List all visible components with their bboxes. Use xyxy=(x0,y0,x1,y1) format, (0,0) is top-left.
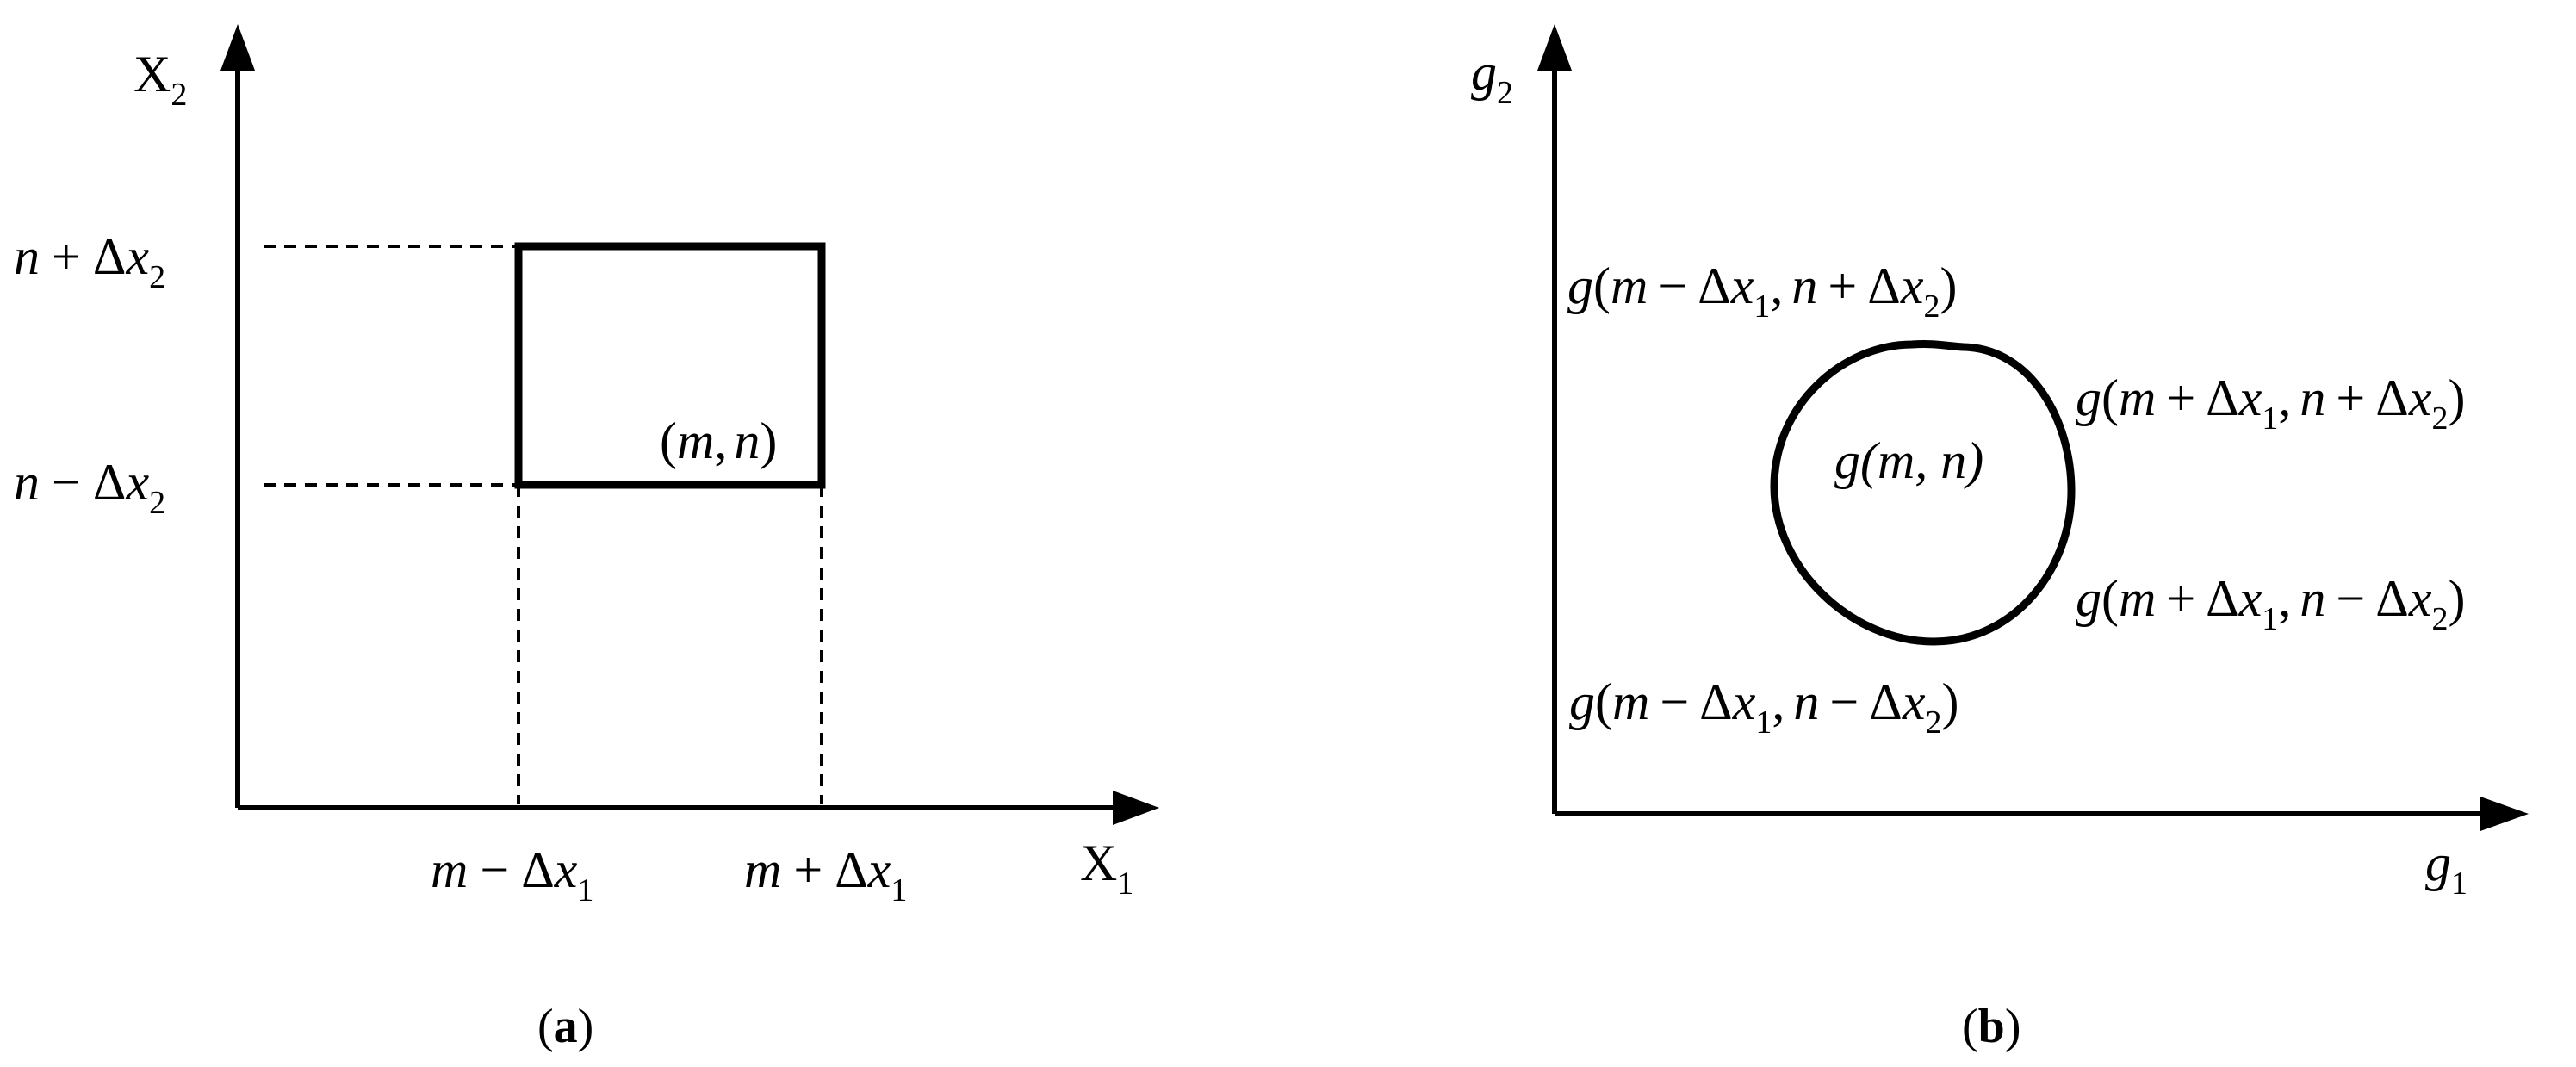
panel-a: X2 X1 n+Δx2 n−Δx2 m−Δx1 m+Δx1 (m,n) (a) xyxy=(14,24,1159,1053)
panel-b: g2 g1 g(m, n) g(m−Δx1,n+Δx2) g(m+Δx1,n+Δ… xyxy=(1471,24,2529,1053)
a-tick-m-plus: m+Δx1 xyxy=(744,841,907,909)
a-tick-n-minus: n−Δx2 xyxy=(14,454,165,521)
b-center-label: g(m, n) xyxy=(1834,432,1983,489)
a-neighborhood-rect xyxy=(514,242,826,489)
b-x-axis-label: g1 xyxy=(2425,834,2467,902)
b-y-axis-label: g2 xyxy=(1471,44,1513,111)
a-y-axis-label: X2 xyxy=(133,46,187,113)
b-label-top-left: g(m−Δx1,n+Δx2) xyxy=(1567,257,1957,325)
b-image-contour xyxy=(1770,339,2076,646)
a-x-axis-arrow xyxy=(1113,791,1159,825)
b-label-bottom-left: g(m−Δx1,n−Δx2) xyxy=(1569,673,1958,741)
a-caption: (a) xyxy=(537,1000,593,1053)
a-tick-n-plus: n+Δx2 xyxy=(14,228,165,295)
a-y-axis-arrow xyxy=(220,24,255,71)
b-label-top-right: g(m+Δx1,n+Δx2) xyxy=(2076,369,2465,437)
a-x-axis-label: X1 xyxy=(1080,834,1133,902)
b-y-axis-arrow xyxy=(1537,24,1572,71)
b-caption: (b) xyxy=(1962,1000,2020,1053)
b-label-bottom-right: g(m+Δx1,n−Δx2) xyxy=(2076,570,2465,637)
a-tick-m-minus: m−Δx1 xyxy=(431,841,593,909)
a-point-label: (m,n) xyxy=(660,413,777,469)
b-x-axis-arrow xyxy=(2480,797,2529,831)
